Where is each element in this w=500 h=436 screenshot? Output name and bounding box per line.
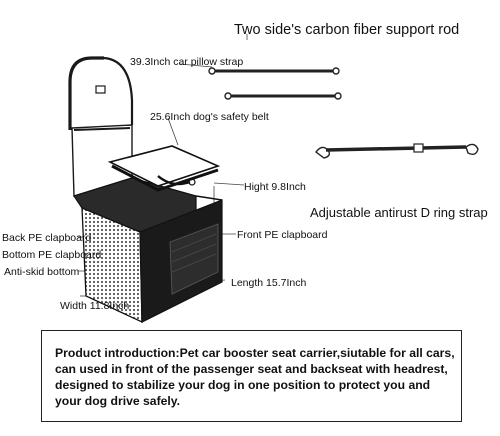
car-seat-drawing: [68, 56, 223, 324]
product-intro-text: Product introduction:Pet car booster sea…: [55, 346, 455, 408]
d-ring-strap-drawing: [315, 143, 479, 159]
anti-skid-label: Anti-skid bottom: [4, 266, 80, 278]
height-label: Hight 9.8Inch: [244, 181, 306, 193]
d-ring-strap-label: Adjustable antirust D ring strap: [310, 205, 488, 220]
support-rod-top: [208, 67, 340, 75]
front-pe-label: Front PE clapboard: [237, 229, 328, 241]
support-rod-label: Two side's carbon fiber support rod: [234, 22, 460, 38]
product-intro-box: Product introduction:Pet car booster sea…: [41, 330, 462, 422]
bottom-pe-label: Bottom PE clapboard: [2, 249, 102, 261]
length-label: Length 15.7Inch: [231, 277, 307, 289]
support-rod-bottom: [224, 92, 342, 100]
safety-belt-label: 25.6Inch dog's safety belt: [150, 111, 269, 123]
pillow-strap-label: 39.3Inch car pillow strap: [130, 56, 244, 68]
width-label: Width 11.8Inch: [60, 300, 130, 312]
back-pe-label: Back PE clapboard: [2, 232, 92, 244]
